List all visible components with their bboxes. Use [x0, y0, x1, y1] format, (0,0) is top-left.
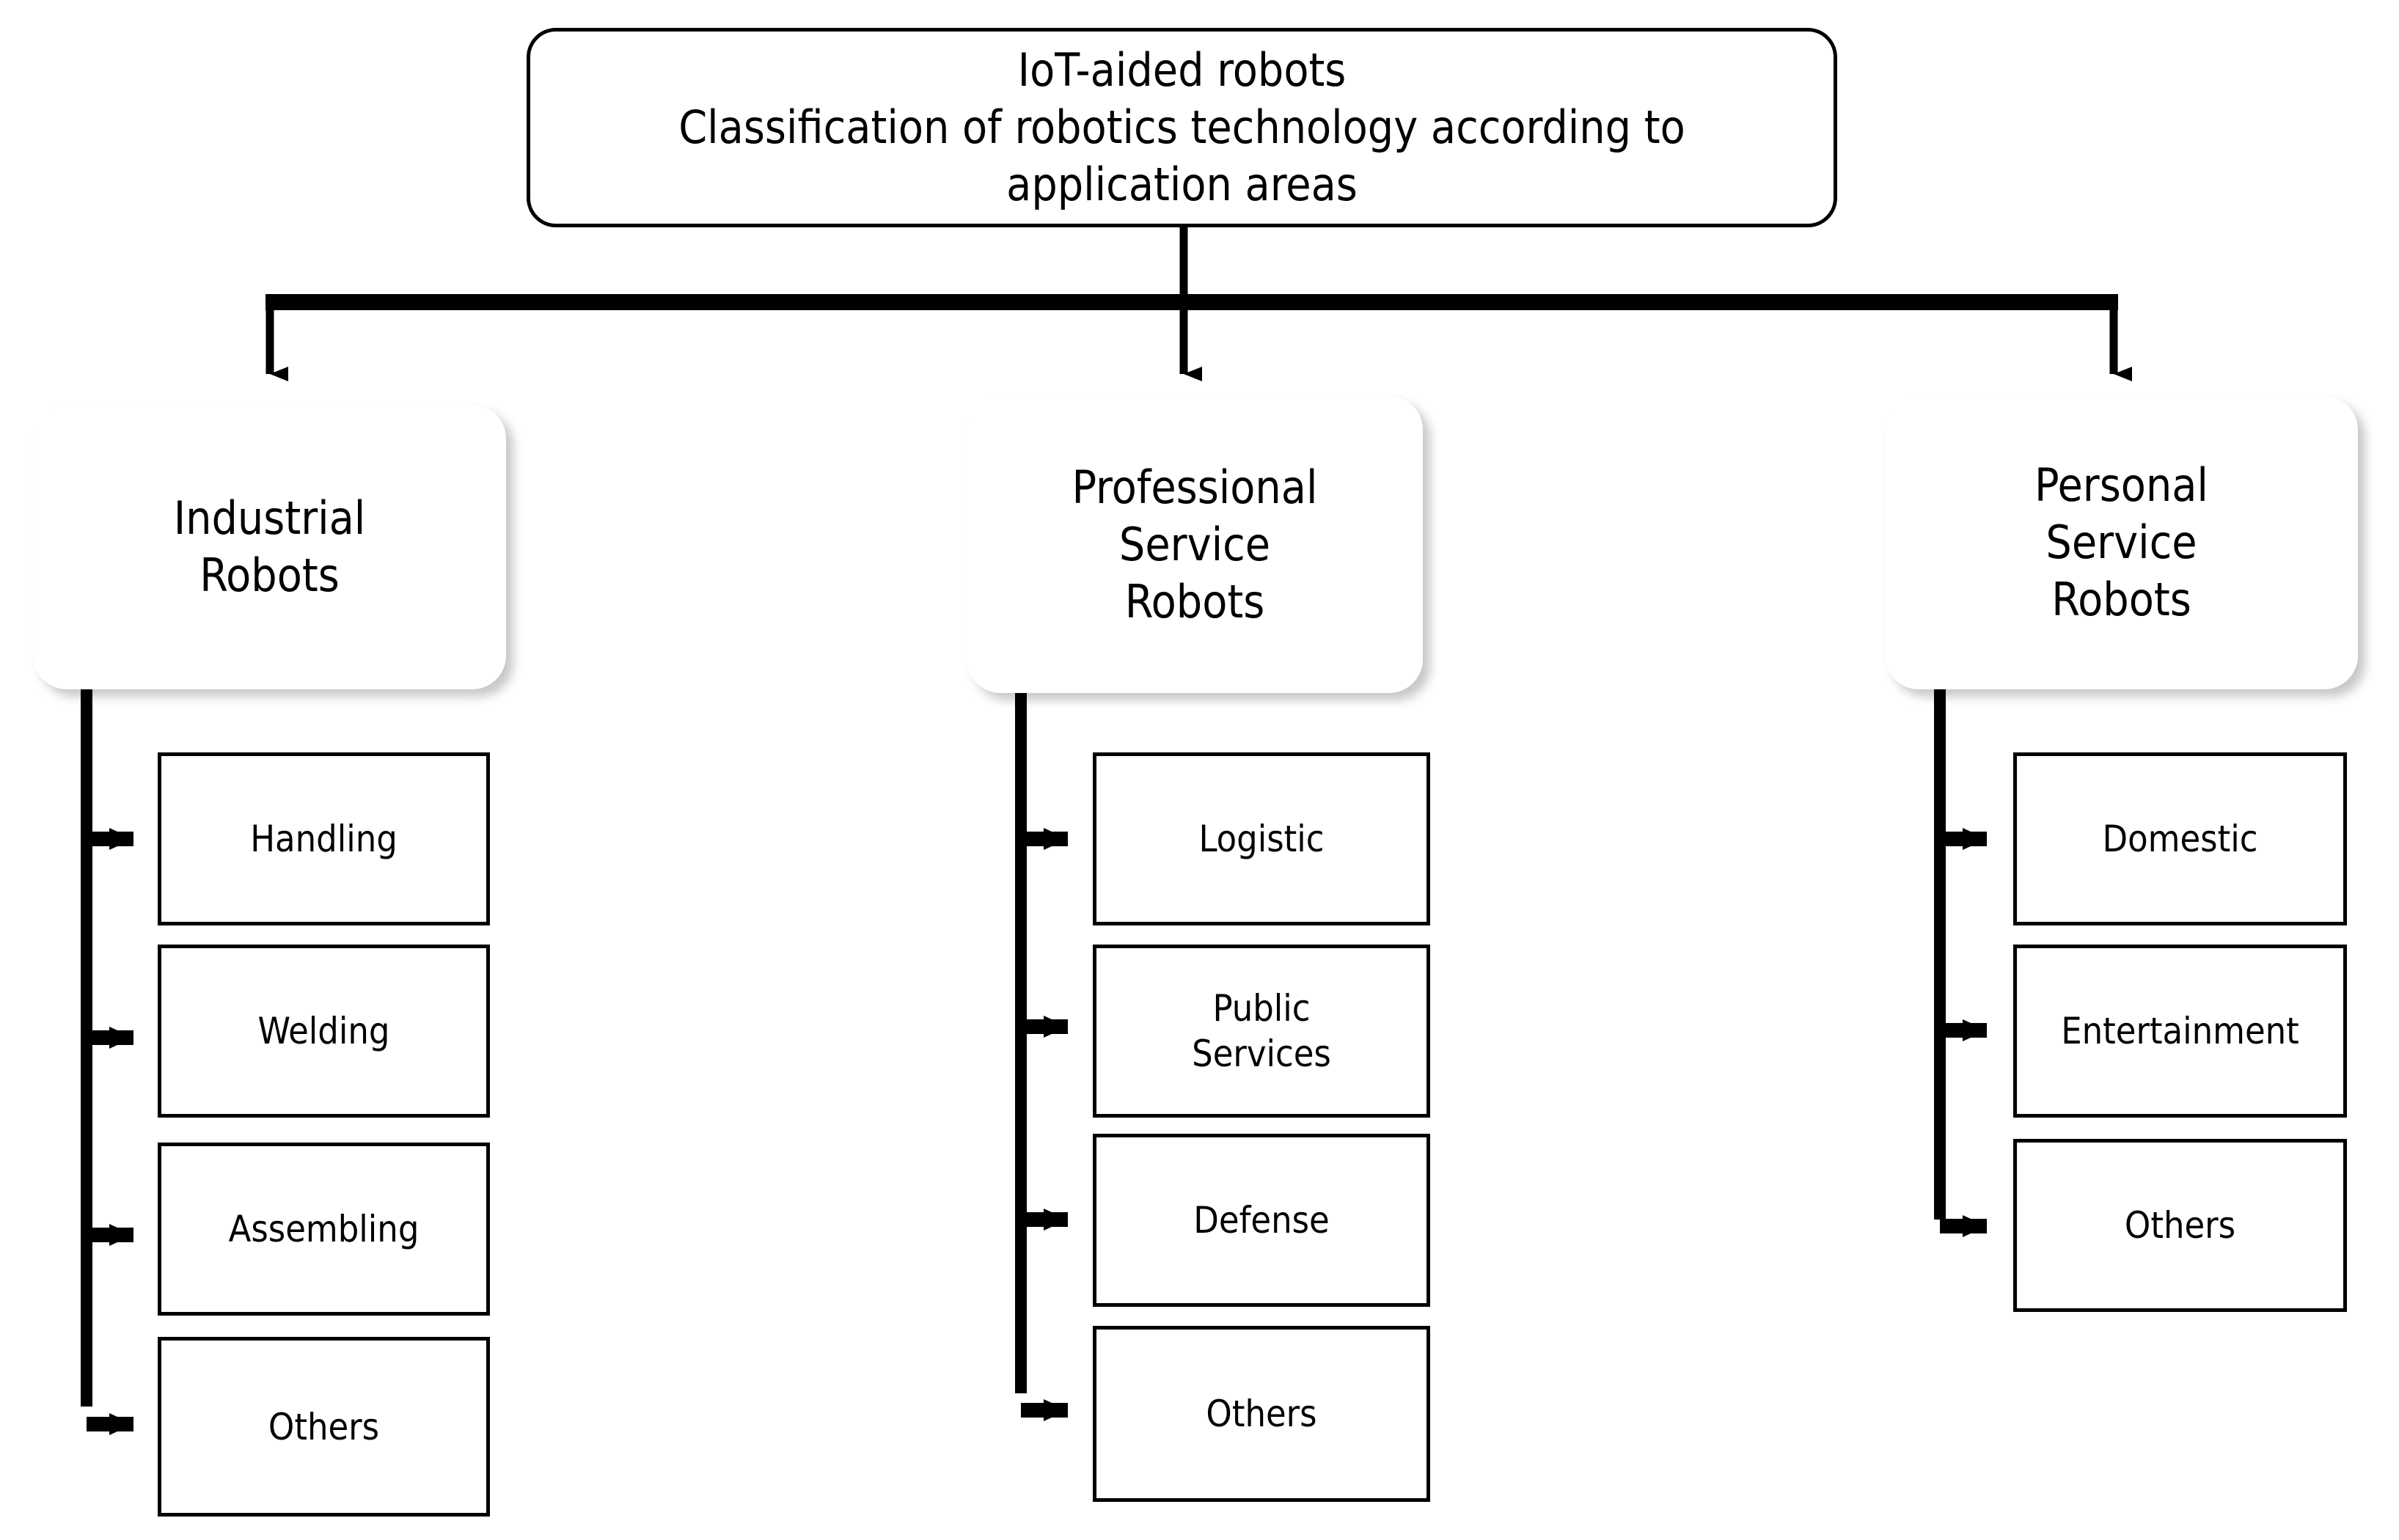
leaf-node: Public Services [1093, 945, 1430, 1118]
leaf-label: Domestic [2102, 818, 2258, 860]
category-label-line: Personal [2034, 458, 2208, 512]
leaf-label: Others [1206, 1393, 1317, 1435]
leaf-node: Assembling [158, 1143, 490, 1316]
category-label-line: Professional [1072, 460, 1318, 514]
category-label-line: Service [1118, 517, 1271, 571]
leaf-node: Domestic [2013, 752, 2347, 925]
category-label-line: Service [2045, 516, 2197, 569]
leaf-node: Defense [1093, 1134, 1430, 1307]
category-label-line: Robots [199, 549, 340, 602]
leaf-node: Handling [158, 752, 490, 925]
leaf-label: Entertainment [2061, 1010, 2299, 1052]
leaf-label: Welding [257, 1010, 390, 1052]
leaf-node: Others [158, 1337, 490, 1517]
root-title: IoT-aided robots [1017, 43, 1347, 97]
category-label-line: Industrial [173, 491, 366, 545]
category-label-line: Robots [1124, 574, 1265, 628]
root-subtitle-line-2: application areas [1006, 158, 1358, 211]
root-node: IoT-aided robots Classification of robot… [527, 28, 1837, 227]
leaf-node: Others [1093, 1326, 1430, 1502]
leaf-label: Public [1212, 987, 1311, 1030]
leaf-label: Others [268, 1405, 380, 1448]
leaf-node: Logistic [1093, 752, 1430, 925]
leaf-label: Logistic [1198, 818, 1325, 860]
root-subtitle-line-1: Classification of robotics technology ac… [678, 100, 1685, 154]
leaf-label: Assembling [228, 1208, 420, 1250]
category-node-industrial: Industrial Robots [33, 405, 506, 689]
leaf-node: Others [2013, 1139, 2347, 1312]
leaf-label: Handling [250, 818, 398, 860]
leaf-node: Welding [158, 945, 490, 1118]
category-label-line: Robots [2051, 573, 2191, 626]
category-node-professional-service: Professional Service Robots [967, 396, 1423, 693]
leaf-label: Defense [1193, 1199, 1330, 1242]
leaf-label: Others [2124, 1204, 2236, 1247]
category-node-personal-service: Personal Service Robots [1885, 396, 2358, 689]
leaf-node: Entertainment [2013, 945, 2347, 1118]
leaf-label: Services [1192, 1033, 1331, 1075]
